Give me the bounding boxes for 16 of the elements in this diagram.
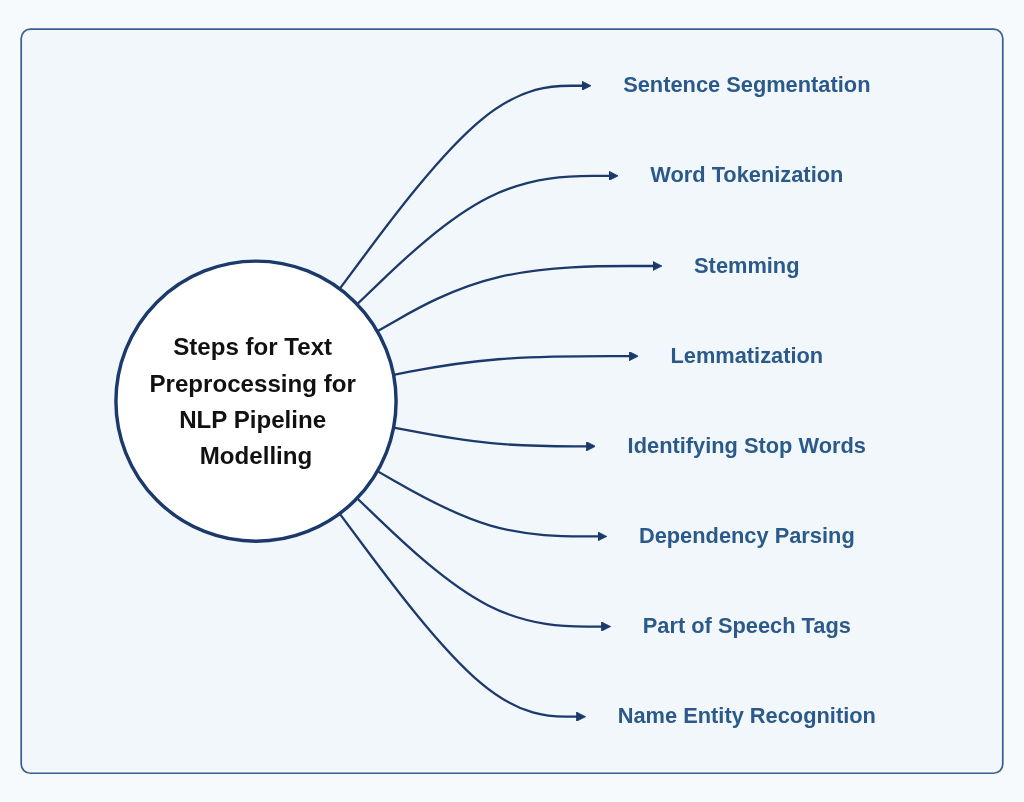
arrow	[338, 80, 592, 290]
cluster	[20, 28, 1004, 774]
node-text: Sentence Segmentation	[623, 72, 871, 97]
node-circle: Steps for Text Preprocessing for NLP Pipeline Modelling	[114, 259, 398, 543]
node-text: Identifying Stop Words	[627, 433, 866, 458]
node-text: Stemming	[694, 252, 800, 277]
node-text: Part of Speech Tags	[642, 613, 851, 638]
node-text: Name Entity Recognition	[617, 703, 876, 728]
arrow	[376, 260, 663, 333]
node-text: Lemmatization	[670, 343, 824, 368]
arrow	[338, 512, 587, 722]
arrow	[356, 497, 612, 632]
node-text: Dependency Parsing	[638, 523, 855, 548]
arrow	[356, 170, 619, 305]
node-text: Word Tokenization	[650, 162, 844, 187]
arrow	[376, 469, 608, 542]
